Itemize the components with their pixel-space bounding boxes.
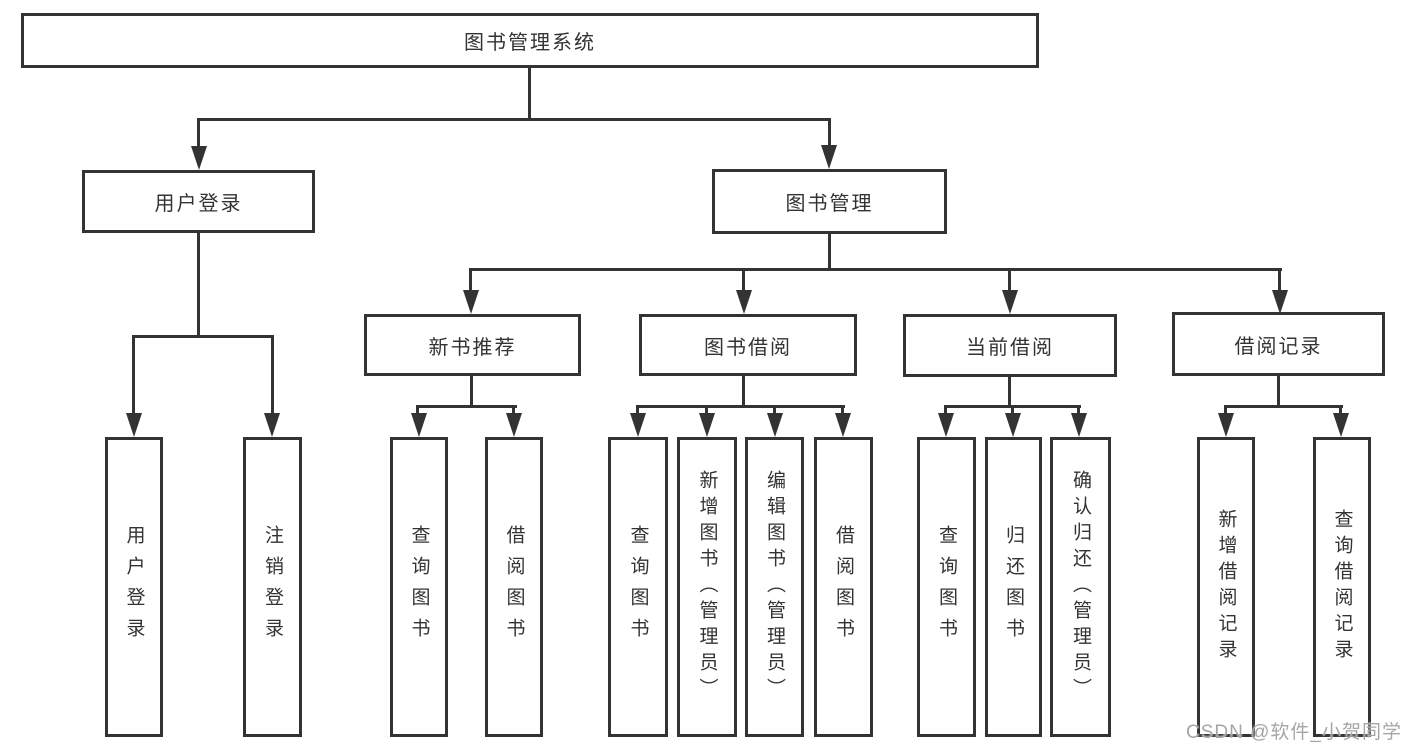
arrowhead-down-icon bbox=[463, 290, 479, 314]
arrowhead-down-icon bbox=[736, 290, 752, 314]
arrowhead-down-icon bbox=[191, 146, 207, 170]
connector-line bbox=[636, 405, 639, 419]
leaf-br-query-borrow-record: 查询借阅记录 bbox=[1313, 437, 1371, 737]
leaf-bb-borrow-books: 借阅图书 bbox=[814, 437, 873, 737]
node-book-management: 图书管理 bbox=[712, 169, 947, 234]
connector-line bbox=[828, 234, 831, 270]
connector-line bbox=[132, 335, 135, 415]
arrowhead-down-icon bbox=[821, 145, 837, 169]
node-current-borrow: 当前借阅 bbox=[903, 314, 1117, 377]
arrowhead-down-icon bbox=[630, 413, 646, 437]
connector-line bbox=[636, 405, 845, 408]
connector-line bbox=[528, 68, 531, 118]
connector-line bbox=[1277, 376, 1280, 407]
connector-line bbox=[470, 376, 473, 408]
leaf-logout: 注销登录 bbox=[243, 437, 302, 737]
node-borrow-records: 借阅记录 bbox=[1172, 312, 1385, 376]
arrowhead-down-icon bbox=[506, 413, 522, 437]
arrowhead-down-icon bbox=[1333, 413, 1349, 437]
arrowhead-down-icon bbox=[699, 413, 715, 437]
node-root: 图书管理系统 bbox=[21, 13, 1039, 68]
connector-line bbox=[197, 118, 831, 121]
arrowhead-down-icon bbox=[264, 413, 280, 437]
connector-line bbox=[944, 405, 947, 419]
connector-line bbox=[1077, 405, 1080, 419]
leaf-nbr-query-books: 查询图书 bbox=[390, 437, 448, 737]
leaf-cb-confirm-return-admin: 确认归还（管理员） bbox=[1050, 437, 1111, 737]
node-user-login: 用户登录 bbox=[82, 170, 315, 233]
connector-line bbox=[742, 376, 745, 407]
leaf-bb-query-books: 查询图书 bbox=[608, 437, 668, 737]
arrowhead-down-icon bbox=[411, 413, 427, 437]
leaf-bb-add-books-admin: 新增图书（管理员） bbox=[677, 437, 737, 737]
connector-line bbox=[1224, 405, 1343, 408]
connector-line bbox=[197, 233, 200, 335]
watermark: CSDN @软件_小贺同学 bbox=[1186, 722, 1402, 743]
connector-line bbox=[1224, 405, 1227, 419]
node-new-book-recommend: 新书推荐 bbox=[364, 314, 581, 376]
connector-line bbox=[773, 405, 776, 419]
leaf-br-add-borrow-record: 新增借阅记录 bbox=[1197, 437, 1255, 737]
connector-line bbox=[1008, 268, 1011, 294]
connector-line bbox=[469, 268, 472, 294]
connector-line bbox=[197, 118, 200, 150]
connector-line bbox=[1339, 405, 1342, 419]
arrowhead-down-icon bbox=[1272, 290, 1288, 314]
leaf-cb-query-books: 查询图书 bbox=[917, 437, 976, 737]
leaf-cb-return-books: 归还图书 bbox=[985, 437, 1042, 737]
connector-line bbox=[841, 405, 844, 419]
arrowhead-down-icon bbox=[1005, 413, 1021, 437]
connector-line bbox=[1008, 377, 1011, 407]
arrowhead-down-icon bbox=[1218, 413, 1234, 437]
leaf-nbr-borrow-books: 借阅图书 bbox=[485, 437, 543, 737]
connector-line bbox=[416, 405, 517, 408]
node-book-borrow: 图书借阅 bbox=[639, 314, 857, 376]
connector-line bbox=[1278, 268, 1281, 294]
arrowhead-down-icon bbox=[1002, 290, 1018, 314]
arrowhead-down-icon bbox=[767, 413, 783, 437]
connector-line bbox=[705, 405, 708, 419]
connector-line bbox=[416, 405, 419, 419]
connector-line bbox=[742, 268, 745, 294]
connector-line bbox=[828, 118, 831, 149]
connector-line bbox=[271, 335, 274, 415]
connector-line bbox=[512, 405, 515, 419]
connector-line bbox=[132, 335, 274, 338]
arrowhead-down-icon bbox=[126, 413, 142, 437]
leaf-user-login: 用户登录 bbox=[105, 437, 163, 737]
arrowhead-down-icon bbox=[1071, 413, 1087, 437]
leaf-bb-edit-books-admin: 编辑图书（管理员） bbox=[745, 437, 804, 737]
connector-line bbox=[1011, 405, 1014, 419]
arrowhead-down-icon bbox=[835, 413, 851, 437]
connector-line bbox=[470, 268, 1282, 271]
arrowhead-down-icon bbox=[938, 413, 954, 437]
